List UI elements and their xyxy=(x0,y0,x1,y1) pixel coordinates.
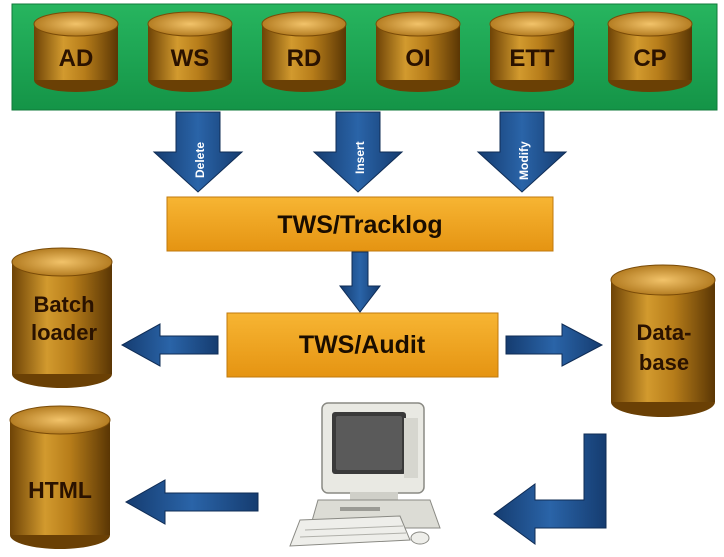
insert-label: Insert xyxy=(353,141,367,174)
insert-arrow: Insert xyxy=(312,111,404,193)
source-label-rd: RD xyxy=(287,45,322,72)
source-cylinder-cp: CP xyxy=(607,11,693,92)
source-cylinder-ad: AD xyxy=(33,11,119,92)
delete-arrow: Delete xyxy=(152,111,244,193)
computer-icon xyxy=(289,402,441,547)
database-label-line1: Data- xyxy=(636,320,691,345)
tracklog-box xyxy=(166,196,554,252)
tracklog-to-audit-arrow xyxy=(338,251,382,313)
database-label-line2: base xyxy=(639,350,689,375)
modify-arrow: Modify xyxy=(476,111,568,193)
html-cylinder: HTML xyxy=(9,405,111,549)
batch-loader-label-line2: loader xyxy=(31,320,97,345)
audit-to-database-arrow xyxy=(505,323,604,367)
database-to-computer-arrow xyxy=(493,433,607,545)
source-cylinder-oi: OI xyxy=(375,11,461,92)
source-cylinder-ett: ETT xyxy=(489,11,575,92)
audit-label: TWS/Audit xyxy=(299,331,426,359)
tracklog-label: TWS/Tracklog xyxy=(277,211,442,239)
audit-box xyxy=(226,312,499,378)
delete-label: Delete xyxy=(193,142,207,178)
database-cylinder: Data- base xyxy=(610,264,716,417)
computer-to-html-arrow xyxy=(124,479,259,525)
source-label-ws: WS xyxy=(171,45,210,72)
source-label-oi: OI xyxy=(405,45,430,72)
modify-label: Modify xyxy=(517,141,531,180)
html-label: HTML xyxy=(28,477,92,503)
source-cylinder-ws: WS xyxy=(147,11,233,92)
audit-to-batch-arrow xyxy=(120,323,219,367)
batch-loader-label-line1: Batch xyxy=(33,292,94,317)
source-panel xyxy=(11,3,718,111)
source-label-ett: ETT xyxy=(509,45,555,72)
source-label-ad: AD xyxy=(59,45,94,72)
source-label-cp: CP xyxy=(633,45,666,72)
batch-loader-cylinder: Batch loader xyxy=(11,247,113,388)
source-cylinder-rd: RD xyxy=(261,11,347,92)
